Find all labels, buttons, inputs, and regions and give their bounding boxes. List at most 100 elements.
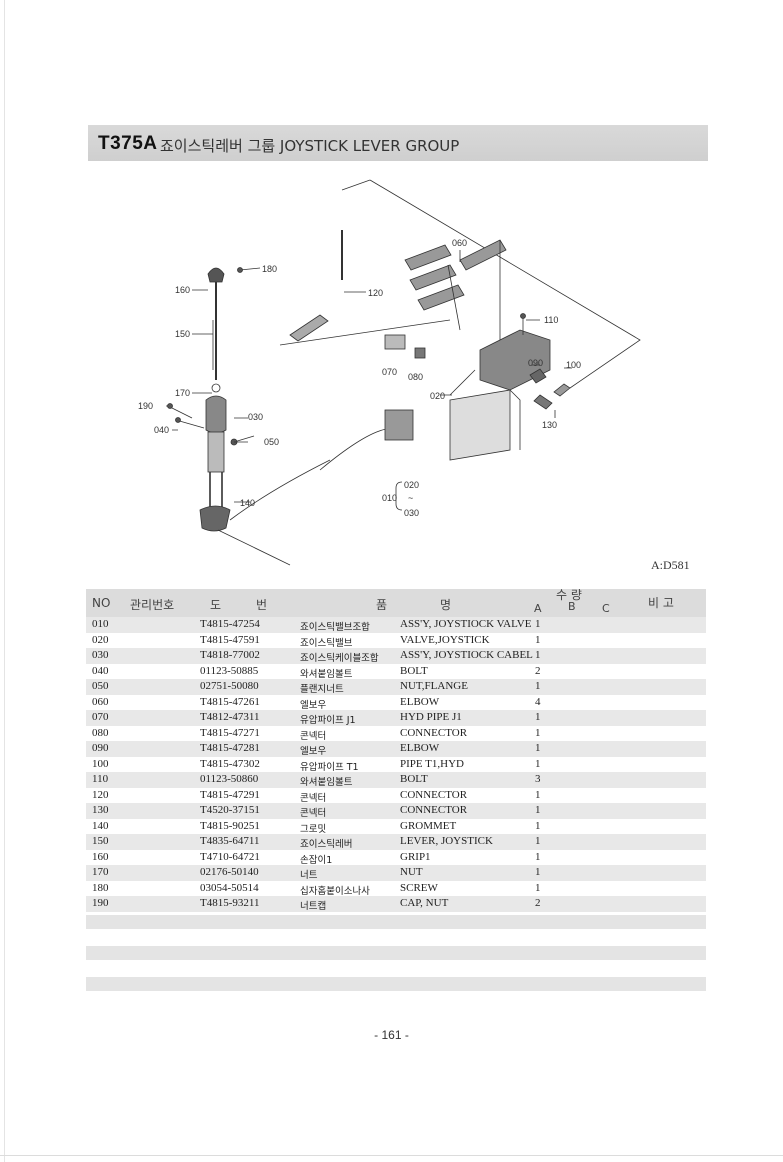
table-row: 160 T4710-64721 손잡이1 GRIP1 1 [86,850,706,866]
callout-180: 180 [262,264,277,274]
cell-no: 080 [92,726,109,739]
cell-qty-a: 1 [535,881,541,894]
cell-qty-a: 3 [535,773,541,785]
callout-070: 070 [382,367,397,377]
cell-english-name: NUT,FLANGE [400,680,468,692]
cell-part-number: 01123-50885 [200,664,259,677]
col-beon: 번 [256,598,268,612]
page-edge-bottom [0,1155,783,1156]
cell-part-number: 01123-50860 [200,773,259,785]
cell-english-name: BOLT [400,664,428,677]
cell-part-number: 02176-50140 [200,866,259,878]
callout-130: 130 [542,420,557,430]
cell-korean-name: 그로밋 [300,823,327,835]
cell-english-name: ASS'Y, JOYSTIOCK CABEL [400,649,533,661]
col-no: NO [92,596,111,610]
cell-qty-a: 4 [535,695,541,708]
cell-english-name: BOLT [400,773,428,785]
callout-140: 140 [240,498,255,508]
cell-part-number: T4812-47311 [200,711,260,723]
callout-170: 170 [175,388,190,398]
cell-qty-a: 1 [535,742,541,754]
cell-part-number: T4815-47302 [200,757,260,770]
cell-korean-name: 엘보우 [300,699,327,711]
cell-part-number: T4710-64721 [200,850,260,863]
callout-010: 010 [382,493,397,503]
cell-part-number: T4815-93211 [200,897,260,909]
cell-part-number: T4815-47291 [200,788,260,801]
page-number: - 161 - [374,1028,409,1042]
cell-english-name: GRIP1 [400,850,431,863]
table-row: 190 T4815-93211 너트캡 CAP, NUT 2 [86,896,706,912]
cell-no: 190 [92,897,109,909]
cell-no: 010 [92,618,109,630]
cell-english-name: ELBOW [400,695,440,708]
cell-no: 170 [92,866,109,878]
col-a: A [534,602,542,615]
cell-english-name: CAP, NUT [400,897,449,909]
cell-english-name: PIPE T1,HYD [400,757,464,770]
cell-korean-name: 십자홈붙이소나사 [300,885,370,897]
col-qty: 수 량 [556,588,582,602]
col-do: 도 [210,598,222,612]
cell-no: 140 [92,819,109,832]
cell-korean-name: 플랜지너트 [300,684,344,695]
callout-020b: 020 [404,480,419,490]
cell-english-name: NUT [400,866,423,878]
col-myeong: 명 [440,598,452,612]
callout-150: 150 [175,329,190,339]
cell-korean-name: 유압파이프 J1 [300,715,356,726]
cell-part-number: 03054-50514 [200,881,259,894]
cell-korean-name: 콘넥터 [300,730,327,742]
cell-korean-name: 너트캡 [300,901,327,912]
cell-qty-a: 1 [535,835,541,847]
title-bar [88,125,708,161]
exploded-parts-diagram: 180 160 150 170 190 040 030 050 140 120 … [138,179,641,566]
cell-no: 160 [92,850,109,863]
cell-korean-name: 죠이스틱레버 [300,839,353,850]
callout-090: 090 [528,358,543,368]
empty-row-band [86,915,706,929]
cell-qty-a: 2 [535,664,541,677]
cell-qty-a: 2 [535,897,541,909]
callout-020: 020 [430,391,445,401]
cell-no: 110 [92,773,109,785]
cell-qty-a: 1 [535,618,541,630]
table-header: NO 관리번호 도 번 품 명 수 량 A B C 비 고 [86,588,706,617]
cell-part-number: T4818-77002 [200,649,260,661]
cell-no: 180 [92,881,109,894]
callout-080: 080 [408,372,423,382]
callout-040: 040 [154,425,169,435]
cell-part-number: T4835-64711 [200,835,260,847]
empty-row-band [86,977,706,991]
col-mgmt-no: 관리번호 [130,598,175,612]
callout-110: 110 [544,315,558,325]
cell-part-number: T4815-47591 [200,633,260,646]
col-remarks: 비 고 [648,596,674,610]
group-code: T375A [98,133,158,154]
cell-english-name: CONNECTOR [400,804,468,816]
cell-korean-name: 손잡이1 [300,854,333,866]
cell-part-number: T4815-90251 [200,819,260,832]
cell-qty-a: 1 [535,850,541,863]
cell-korean-name: 너트 [300,870,318,881]
col-b: B [568,600,576,613]
cell-no: 150 [92,835,109,847]
cell-korean-name: 와셔붙임볼트 [300,668,353,680]
cell-qty-a: 1 [535,726,541,739]
cell-english-name: ASS'Y, JOYSTIOCK VALVE [400,618,532,630]
